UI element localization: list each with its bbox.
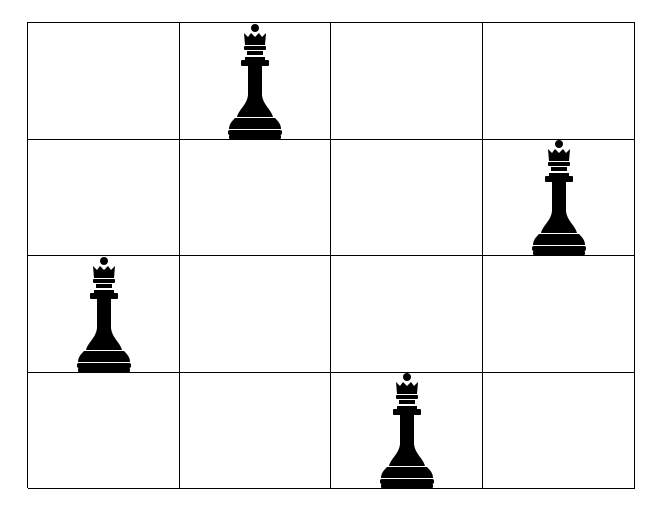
board-cell[interactable] xyxy=(28,23,180,140)
board-cell[interactable] xyxy=(331,256,483,373)
board-cell[interactable] xyxy=(180,373,331,489)
queen-icon[interactable] xyxy=(76,256,132,372)
board-cell[interactable] xyxy=(180,23,331,140)
board-cell[interactable] xyxy=(28,256,180,373)
board-cell[interactable] xyxy=(483,256,635,373)
board-cell[interactable] xyxy=(180,256,331,373)
board-cell[interactable] xyxy=(28,140,180,256)
board-cell[interactable] xyxy=(331,23,483,140)
board-cell[interactable] xyxy=(483,23,635,140)
chess-board xyxy=(27,22,635,489)
board-cell[interactable] xyxy=(180,140,331,256)
board-cell[interactable] xyxy=(483,373,635,489)
board-cell[interactable] xyxy=(331,140,483,256)
board-cell[interactable] xyxy=(28,373,180,489)
queen-icon[interactable] xyxy=(531,140,587,255)
queen-icon[interactable] xyxy=(379,373,435,488)
queen-icon[interactable] xyxy=(227,23,283,139)
board-cell[interactable] xyxy=(483,140,635,256)
board-cell[interactable] xyxy=(331,373,483,489)
